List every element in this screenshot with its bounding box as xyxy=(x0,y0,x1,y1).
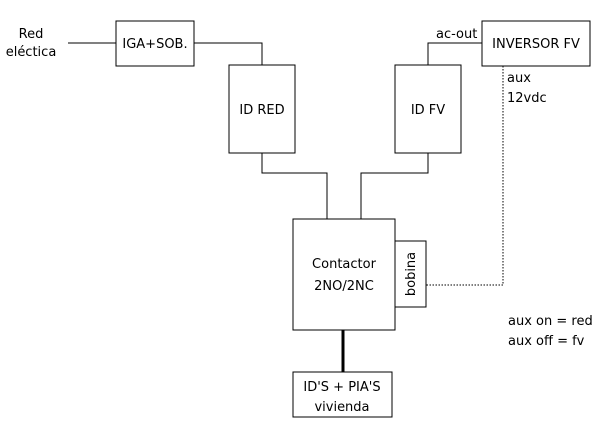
contactor-label-line1: Contactor xyxy=(312,257,377,272)
inversor-box xyxy=(481,20,591,67)
iga-sob-label: IGA+SOB. xyxy=(122,37,187,52)
ac-out-label: ac-out xyxy=(436,27,477,42)
contactor-label-line2: 2NO/2NC xyxy=(314,279,374,294)
wire-id-fv-to-contactor xyxy=(360,153,429,219)
wire-id-red-to-contactor xyxy=(261,153,328,219)
bobina-box xyxy=(394,240,427,308)
id-fv-box xyxy=(394,64,462,154)
bobina-label: bobina xyxy=(404,252,419,296)
iga-sob-box xyxy=(115,20,195,67)
wire-aux-to-bobina xyxy=(426,66,504,286)
id-red-label: ID RED xyxy=(239,103,284,118)
ids-pias-label-line2: vivienda xyxy=(314,400,369,415)
inversor-label: INVERSOR FV xyxy=(492,37,580,52)
id-red-box xyxy=(228,64,296,154)
wire-inverter-to-id-fv xyxy=(427,42,482,65)
red-label-line2: eléctica xyxy=(6,45,57,60)
note-aux-off: aux off = fv xyxy=(508,334,585,349)
id-fv-label: ID FV xyxy=(411,103,445,118)
ids-pias-box xyxy=(292,371,393,418)
ids-pias-label-line1: ID'S + PIA'S xyxy=(303,380,380,395)
aux-label: aux xyxy=(507,71,531,86)
aux-voltage-label: 12vdc xyxy=(507,91,547,106)
wire-iga-to-id-red xyxy=(194,42,263,65)
contactor-box xyxy=(292,218,396,331)
note-aux-on: aux on = red xyxy=(508,314,593,329)
red-label-line1: Red xyxy=(19,27,44,42)
